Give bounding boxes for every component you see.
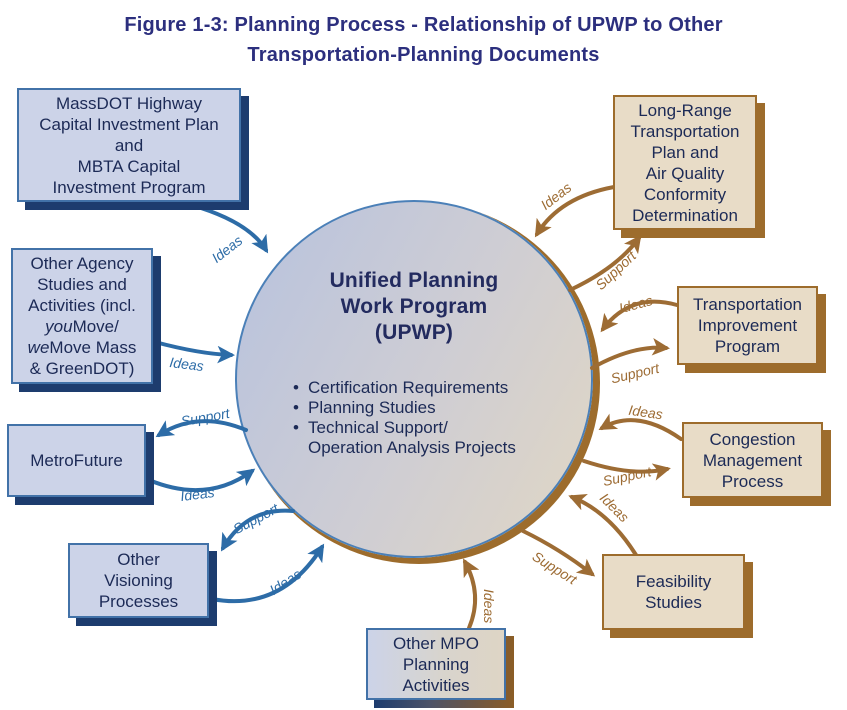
- arrow-label-tip-ideas: Ideas: [617, 292, 654, 316]
- box-other-agency-line: weMove Mass: [15, 337, 149, 358]
- bullet-dot-icon: •: [293, 398, 299, 417]
- box-other-agency-line: & GreenDOT): [29, 359, 135, 378]
- box-other-mpo-line: Activities: [402, 675, 470, 695]
- box-tip-line: Transportation: [693, 295, 802, 314]
- arrow-other-mpo-to-upwp: [463, 558, 480, 630]
- box-long-range-line: Long-Range: [638, 100, 732, 120]
- arrow-long-range-to-upwp: [534, 185, 616, 238]
- arrow-other-visioning-to-upwp: [210, 543, 325, 604]
- upwp-title-line1: Unified Planning: [329, 269, 499, 292]
- arrow-label-metrofuture-ideas: Ideas: [179, 484, 215, 504]
- box-long-range-line: Conformity: [643, 184, 727, 204]
- upwp-bullet-1: • Certification Requirements: [293, 378, 516, 398]
- upwp-bullet-3-text: Technical Support/: [308, 418, 448, 437]
- arrow-upwp-to-other-visioning: [220, 508, 295, 552]
- arrow-upwp-to-metrofuture: [155, 419, 248, 438]
- box-other-mpo: Other MPO Planning Activities: [366, 628, 506, 700]
- box-massdot-line: Capital Investment Plan: [39, 114, 219, 134]
- upwp-title-line2: Work Program: [340, 295, 488, 318]
- arrow-upwp-to-long-range: [568, 234, 642, 292]
- box-long-range: Long-Range Transportation Plan and Air Q…: [613, 95, 757, 230]
- box-massdot-line: MBTA Capital: [77, 156, 181, 176]
- box-massdot-line: Investment Program: [52, 177, 206, 197]
- arrow-label-massdot-ideas: Ideas: [209, 232, 246, 266]
- figure-title: Figure 1-3: Planning Process - Relations…: [0, 10, 847, 70]
- box-long-range-line: Air Quality: [645, 163, 725, 183]
- box-other-visioning: Other Visioning Processes: [68, 543, 209, 618]
- box-massdot-line: MassDOT Highway: [55, 93, 203, 113]
- arrow-label-metrofuture-support: Support: [180, 405, 232, 429]
- arrow-label-other-mpo-ideas: Ideas: [481, 589, 497, 623]
- upwp-bullet-list: • Certification Requirements • Planning St…: [293, 378, 516, 458]
- box-other-mpo-line: Other MPO: [393, 633, 479, 653]
- arrow-label-congestion-ideas: Ideas: [628, 402, 664, 423]
- box-other-visioning-line: Other: [117, 550, 160, 569]
- arrow-upwp-to-congestion: [582, 459, 671, 481]
- arrow-label-long-range-ideas: Ideas: [538, 179, 575, 213]
- arrow-upwp-to-feasibility: [521, 529, 596, 577]
- after-you: Move/: [72, 317, 119, 336]
- box-other-agency-line: Studies and: [37, 275, 127, 294]
- box-long-range-line: Transportation: [630, 121, 740, 141]
- upwp-bullet-3: • Technical Support/: [293, 418, 516, 438]
- upwp-circle: Unified Planning Work Program (UPWP) • Ce…: [235, 200, 593, 558]
- box-massdot-line: and: [114, 135, 144, 155]
- upwp-title: Unified Planning Work Program (UPWP): [237, 268, 591, 346]
- box-other-visioning-line: Processes: [98, 592, 179, 611]
- figure-title-line1: Figure 1-3: Planning Process - Relations…: [124, 14, 723, 36]
- box-congestion-line: Congestion: [709, 429, 796, 449]
- arrow-other-agency-to-upwp: [153, 340, 235, 364]
- box-other-agency-line: Other Agency: [30, 254, 134, 273]
- figure-title-line2: Transportation-Planning Documents: [247, 44, 600, 66]
- box-long-range-line: Plan and: [651, 142, 719, 162]
- box-other-agency: Other Agency Studies and Activities (inc…: [11, 248, 153, 384]
- upwp-bullet-2: • Planning Studies: [293, 398, 516, 418]
- box-long-range-line: Determination: [632, 205, 738, 225]
- italic-you: you: [45, 317, 73, 336]
- arrow-feasibility-to-upwp: [568, 493, 638, 557]
- arrow-label-visioning-support: Support: [230, 499, 282, 537]
- arrow-label-long-range-support: Support: [592, 247, 640, 293]
- arrow-label-feasibility-ideas: Ideas: [597, 490, 633, 526]
- arrow-massdot-to-upwp: [199, 206, 269, 254]
- arrow-upwp-to-tip: [590, 338, 670, 370]
- box-tip: Transportation Improvement Program: [677, 286, 818, 365]
- box-other-visioning-line: Visioning: [104, 571, 173, 590]
- arrow-label-feasibility-support: Support: [530, 548, 581, 588]
- upwp-title-line3: (UPWP): [374, 321, 454, 344]
- box-other-agency-line: youMove/: [15, 316, 149, 337]
- box-massdot: MassDOT Highway Capital Investment Plan …: [17, 88, 241, 202]
- box-other-agency-line: Activities (incl.: [28, 296, 136, 315]
- upwp-bullet-2-text: Planning Studies: [308, 398, 436, 417]
- upwp-bullet-3-continuation: Operation Analysis Projects: [308, 438, 516, 457]
- box-other-mpo-line: Planning: [402, 654, 470, 674]
- box-congestion-line: Process: [721, 471, 784, 491]
- arrow-label-tip-support: Support: [609, 360, 661, 387]
- bullet-dot-icon: •: [293, 378, 299, 397]
- arrow-label-visioning-ideas: Ideas: [267, 566, 304, 598]
- box-congestion-line: Management: [702, 450, 803, 470]
- upwp-bullet-1-text: Certification Requirements: [308, 378, 509, 397]
- arrow-metrofuture-to-upwp: [147, 468, 256, 493]
- box-feasibility: Feasibility Studies: [602, 554, 745, 630]
- box-metrofuture: MetroFuture: [7, 424, 146, 497]
- box-tip-line: Improvement: [697, 316, 798, 335]
- box-tip-line: Program: [714, 337, 781, 356]
- italic-we: we: [27, 338, 50, 357]
- box-congestion: Congestion Management Process: [682, 422, 823, 498]
- arrow-label-other-agency-ideas: Ideas: [169, 354, 205, 374]
- box-metrofuture-line: MetroFuture: [30, 451, 123, 470]
- arrow-congestion-to-upwp: [598, 413, 683, 441]
- arrow-tip-to-upwp: [600, 299, 679, 333]
- box-feasibility-line: Studies: [645, 593, 702, 612]
- box-feasibility-line: Feasibility: [635, 572, 712, 591]
- bullet-dot-icon: •: [293, 418, 299, 437]
- after-we: Move Mass: [49, 338, 137, 357]
